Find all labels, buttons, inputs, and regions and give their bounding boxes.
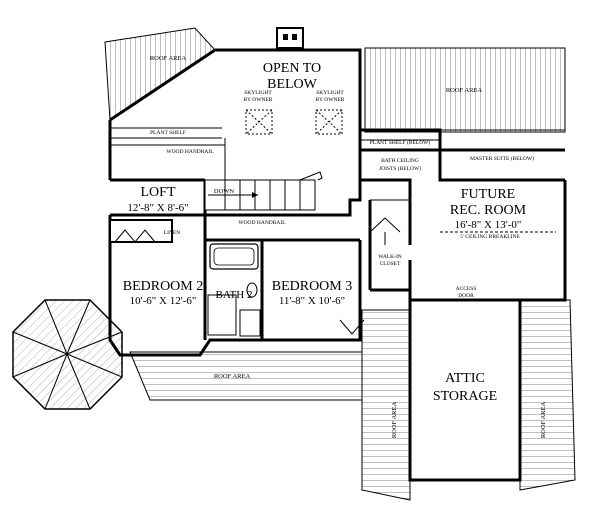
future-rec-room-label-2: REC. ROOM — [450, 203, 527, 218]
roof-area-top-left-shape — [104, 27, 216, 121]
exterior-walls — [108, 120, 567, 357]
skylight-2 — [315, 109, 343, 135]
ceiling-breakline-label: 5' CEILING BREAKLINE — [460, 234, 520, 240]
loft-name: LOFT — [141, 185, 176, 200]
bedroom2-dimensions: 10'-6" X 12'-6" — [130, 295, 197, 307]
stair — [204, 171, 323, 211]
walk-in-closet-label-2: CLOSET — [380, 261, 401, 267]
octagonal-turret-roof — [12, 299, 123, 410]
linen-closet — [109, 219, 173, 243]
bedroom2-closet — [207, 294, 237, 336]
roof-area-bottom-label: ROOF AREA — [214, 373, 251, 380]
roof-area-right-vertical-label: ROOF AREA — [540, 402, 547, 439]
attic-storage-label-1: ATTIC — [445, 371, 485, 386]
roof-area-left-vertical-label: ROOF AREA — [391, 402, 398, 439]
access-door-label-2: DOOR — [458, 293, 474, 299]
future-rec-room-label-1: FUTURE — [461, 187, 515, 202]
stair-down-label: DOWN — [214, 188, 235, 195]
access-door-label-1: ACCESS — [456, 286, 477, 292]
roof-area-top-right-shape — [364, 47, 566, 133]
roof-area-left-vertical-shape — [361, 309, 411, 501]
bedroom3-name: BEDROOM 3 — [272, 279, 353, 294]
open-to-below-label-1: OPEN TO — [263, 61, 321, 76]
walk-in-closet-label-1: WALK-IN — [378, 254, 402, 260]
bath2-fixtures — [209, 243, 261, 337]
open-to-below-label-2: BELOW — [267, 77, 318, 92]
plant-shelf-label: PLANT SHELF — [150, 130, 186, 136]
master-suite-below-label: MASTER SUITE (BELOW) — [470, 155, 534, 162]
future-rec-room-dimensions: 16'-8" X 13'-0" — [455, 219, 522, 231]
skylight-2-label-a: SKYLIGHT — [316, 90, 344, 96]
bedroom3-dimensions: 11'-8" X 10'-6" — [279, 295, 345, 307]
interior-walls — [203, 199, 410, 340]
attic-storage-label-2: STORAGE — [433, 389, 497, 404]
bath-ceiling-label-1: BATH CEILING — [381, 158, 419, 164]
skylight-1-label-a: SKYLIGHT — [244, 90, 272, 96]
roof-area-right-vertical-shape — [519, 299, 576, 491]
bath2-label: BATH 2 — [216, 289, 253, 301]
linen-label: LINEN — [164, 230, 181, 236]
wood-handrail-bottom-label: WOOD HANDRAIL — [238, 220, 286, 226]
bath-ceiling-label-2: JOISTS (BELOW) — [379, 165, 421, 172]
open-to-below-area — [109, 48, 362, 180]
roof-area-top-right-label: ROOF AREA — [446, 87, 483, 94]
skylight-1-label-b: BY OWNER — [244, 97, 273, 103]
chimney — [276, 27, 304, 49]
skylight-1 — [245, 109, 273, 135]
roof-area-top-left-label: ROOF AREA — [150, 55, 187, 62]
loft-dimensions: 12'-8" X 8'-6" — [127, 202, 188, 214]
plant-shelf-below-label: PLANT SHELF (BELOW) — [370, 139, 431, 146]
wood-handrail-top-label: WOOD HANDRAIL — [166, 149, 214, 155]
skylight-2-label-b: BY OWNER — [316, 97, 345, 103]
bedroom2-name: BEDROOM 2 — [123, 279, 204, 294]
attic-storage-outline — [408, 300, 522, 482]
